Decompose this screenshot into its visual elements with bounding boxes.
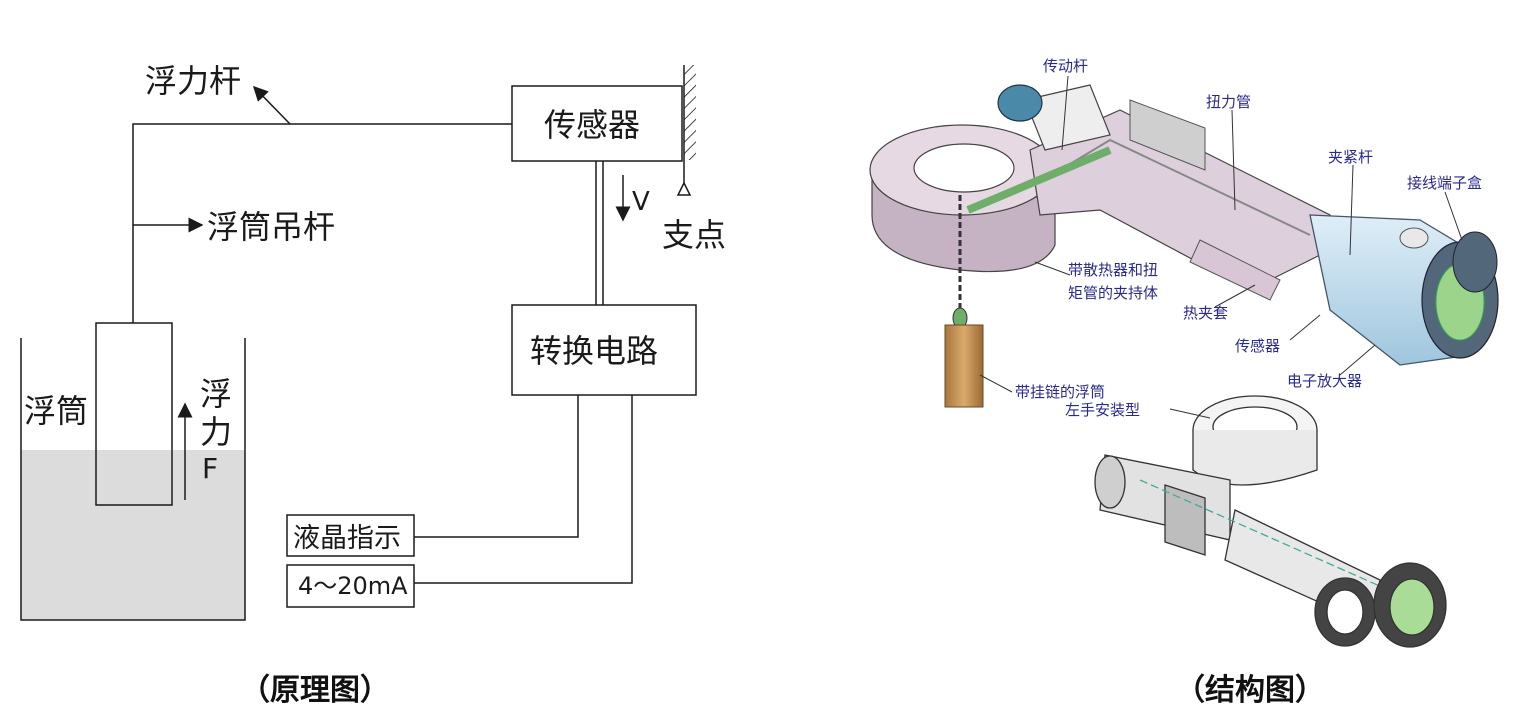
structure-left-hand [1094, 395, 1447, 648]
label-sensor: 传感器 [1235, 337, 1280, 355]
label-terminal-box: 接线端子盒 [1407, 174, 1482, 192]
leader-lines [979, 75, 1463, 419]
lcd-box [286, 514, 415, 557]
label-heat-jacket: 热夹套 [1183, 304, 1228, 322]
sensor-box [511, 85, 683, 162]
label-torque-tube: 扭力管 [1206, 93, 1251, 111]
schematic [20, 65, 697, 621]
buoyancy-label-3: F [202, 452, 218, 485]
buoyancy-label-1: 浮 [200, 375, 232, 413]
hanger-rod-line [132, 123, 512, 323]
hanger-rod-label: 浮筒吊杆 [207, 208, 335, 246]
converter-label: 转换电路 [530, 332, 658, 370]
sensor-label: 传感器 [544, 106, 640, 144]
current-box [286, 564, 415, 608]
label-drive-rod: 传动杆 [1043, 57, 1088, 75]
float-rod-label: 浮力杆 [145, 62, 241, 100]
left-display-glass [1389, 578, 1435, 636]
pivot-triangle [676, 181, 692, 196]
label-amplifier: 电子放大器 [1287, 372, 1362, 390]
liquid [21, 450, 245, 620]
current-label: 4～20mA [298, 572, 408, 600]
displacer-body [95, 322, 173, 506]
drive-cap [997, 84, 1043, 122]
lcd-label: 液晶指示 [293, 523, 401, 554]
pivot-hatch [684, 65, 696, 160]
label-left-hand: 左手安装型 [1065, 401, 1140, 419]
float-rod-arrow [252, 85, 291, 125]
pivot-label: 支点 [662, 216, 726, 254]
label-holder-1: 带散热器和扭 [1068, 261, 1158, 279]
float-cylinder [944, 324, 984, 408]
label-chain-float: 带挂链的浮筒 [1015, 383, 1105, 401]
buoyancy-label-2: 力 [200, 413, 232, 451]
label-holder-2: 矩管的夹持体 [1068, 284, 1158, 302]
displacer-label: 浮筒 [24, 392, 88, 430]
schematic-caption: （原理图） [240, 673, 390, 708]
structure-main [869, 84, 1499, 408]
label-clamp-rod: 夹紧杆 [1328, 148, 1373, 166]
structure-caption: （结构图） [1175, 673, 1325, 708]
container [20, 338, 246, 621]
converter-box [511, 304, 697, 396]
voltage-label: V [632, 187, 650, 217]
